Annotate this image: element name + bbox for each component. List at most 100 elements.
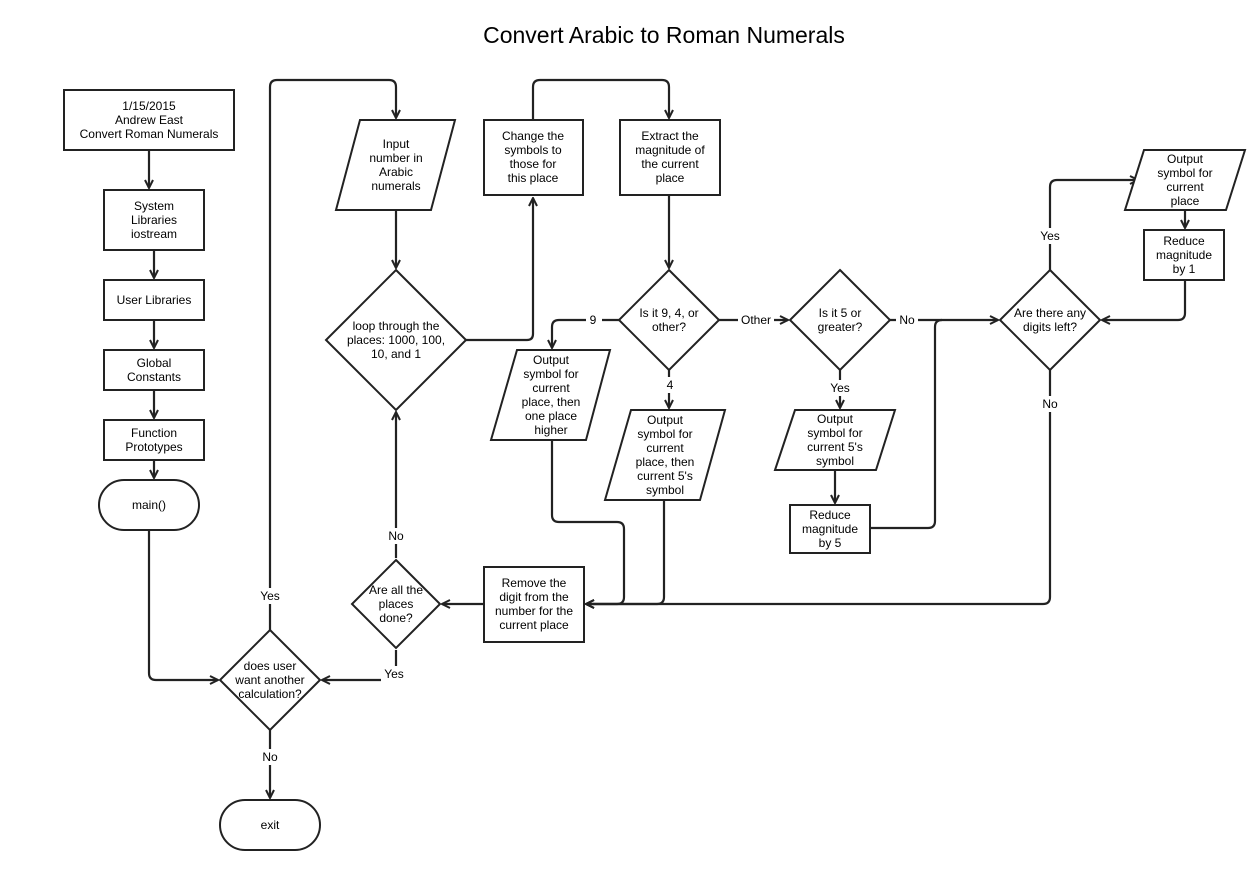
is-941-decision: [617, 268, 721, 372]
label-line: Convert Roman Numerals: [80, 127, 219, 141]
remove-digit-box: [483, 566, 585, 643]
label-line: Libraries: [131, 213, 177, 227]
output-five-parallelogram: [773, 409, 897, 471]
output-one-parallelogram: [1123, 149, 1247, 211]
label-line: want another: [234, 673, 304, 687]
label-line: 1/15/2015: [122, 99, 176, 113]
edge-change-extract: [531, 78, 669, 120]
main-label: main(): [132, 498, 166, 512]
edge-reduce5-digitsleft: [870, 318, 943, 530]
label-line: symbol for: [637, 427, 692, 441]
label-line: magnitude: [1156, 248, 1212, 262]
edge-digitsleft-out1: [1048, 180, 1138, 270]
label-line: symbols to: [504, 143, 562, 157]
label-line: place, then: [636, 455, 695, 469]
function-prototypes-box: [103, 419, 205, 461]
global-constants-box: [103, 349, 205, 391]
header-box: [63, 89, 235, 151]
loop-places-decision: [324, 268, 468, 412]
all-done-decision: [350, 558, 442, 650]
label-line: this place: [508, 171, 559, 185]
label-line: Are all the: [369, 583, 423, 597]
label-line: symbol: [646, 483, 684, 497]
label-line: Output: [647, 413, 684, 427]
label-line: symbol for: [523, 367, 578, 381]
output-nine-parallelogram: [489, 349, 612, 441]
edge-label-no-is5: No: [899, 313, 915, 327]
label-line: Function: [131, 426, 177, 440]
label-line: other?: [652, 320, 686, 334]
label-line: current 5's: [637, 469, 693, 483]
edge-label-nine: 9: [590, 313, 597, 327]
label-line: places: [379, 597, 414, 611]
label-line: 10, and 1: [371, 347, 421, 361]
label-line: does user: [244, 659, 297, 673]
label-line: done?: [379, 611, 413, 625]
reduce-one-box: [1143, 229, 1225, 281]
label-line: Andrew East: [115, 113, 184, 127]
label-line: iostream: [131, 227, 177, 241]
system-libraries-box: [103, 189, 205, 251]
edge-label-yes-alldone: Yes: [384, 667, 404, 681]
output-four-parallelogram: [603, 409, 727, 501]
edge-reduce1-digitsleft: [1102, 280, 1187, 320]
label-line: the current: [641, 157, 699, 171]
label-line: loop through the: [353, 319, 440, 333]
label-line: Are there any: [1014, 306, 1086, 320]
label-line: Global: [137, 356, 172, 370]
label-line: Remove the: [502, 576, 567, 590]
edge-label-no-digits: No: [1042, 397, 1058, 411]
label-line: higher: [534, 423, 567, 437]
label-line: one place: [525, 409, 577, 423]
label-line: place: [656, 171, 685, 185]
another-calculation-decision: [218, 628, 322, 732]
digits-left-decision: [998, 268, 1102, 372]
label-line: place, then: [522, 395, 581, 409]
label-line: Output: [533, 353, 570, 367]
edge-out9-remove: [550, 440, 626, 604]
edge-label-yes-digits: Yes: [1040, 229, 1060, 243]
label-line: number for the: [495, 604, 573, 618]
edge-labels: 9 4 Other No Yes Yes No No Yes Yes No: [257, 228, 1063, 765]
user-libraries-label: User Libraries: [117, 293, 192, 307]
label-line: current: [646, 441, 684, 455]
label-line: Input: [383, 137, 410, 151]
label-line: digits left?: [1023, 320, 1077, 334]
label-line: numerals: [371, 179, 420, 193]
label-line: Change the: [502, 129, 564, 143]
label-line: Output: [1167, 152, 1204, 166]
reduce-five-box: [789, 504, 871, 554]
label-line: Reduce: [809, 508, 851, 522]
label-line: by 1: [1173, 262, 1196, 276]
extract-magnitude-box: [619, 119, 721, 196]
label-line: current: [532, 381, 570, 395]
label-line: Extract the: [641, 129, 699, 143]
label-line: Reduce: [1163, 234, 1205, 248]
label-line: magnitude: [802, 522, 858, 536]
edge-label-no-another: No: [262, 750, 278, 764]
edge-label-yes-is5: Yes: [830, 381, 850, 395]
label-line: places: 1000, 100,: [347, 333, 445, 347]
label-line: Is it 5 or: [819, 306, 862, 320]
edge-another-input: [268, 78, 396, 630]
label-line: Constants: [127, 370, 181, 384]
label-line: current place: [499, 618, 569, 632]
edge-label-four: 4: [667, 378, 674, 392]
label-line: User Libraries: [117, 293, 192, 307]
edge-label-other: Other: [741, 313, 771, 327]
label-line: symbol: [816, 454, 854, 468]
